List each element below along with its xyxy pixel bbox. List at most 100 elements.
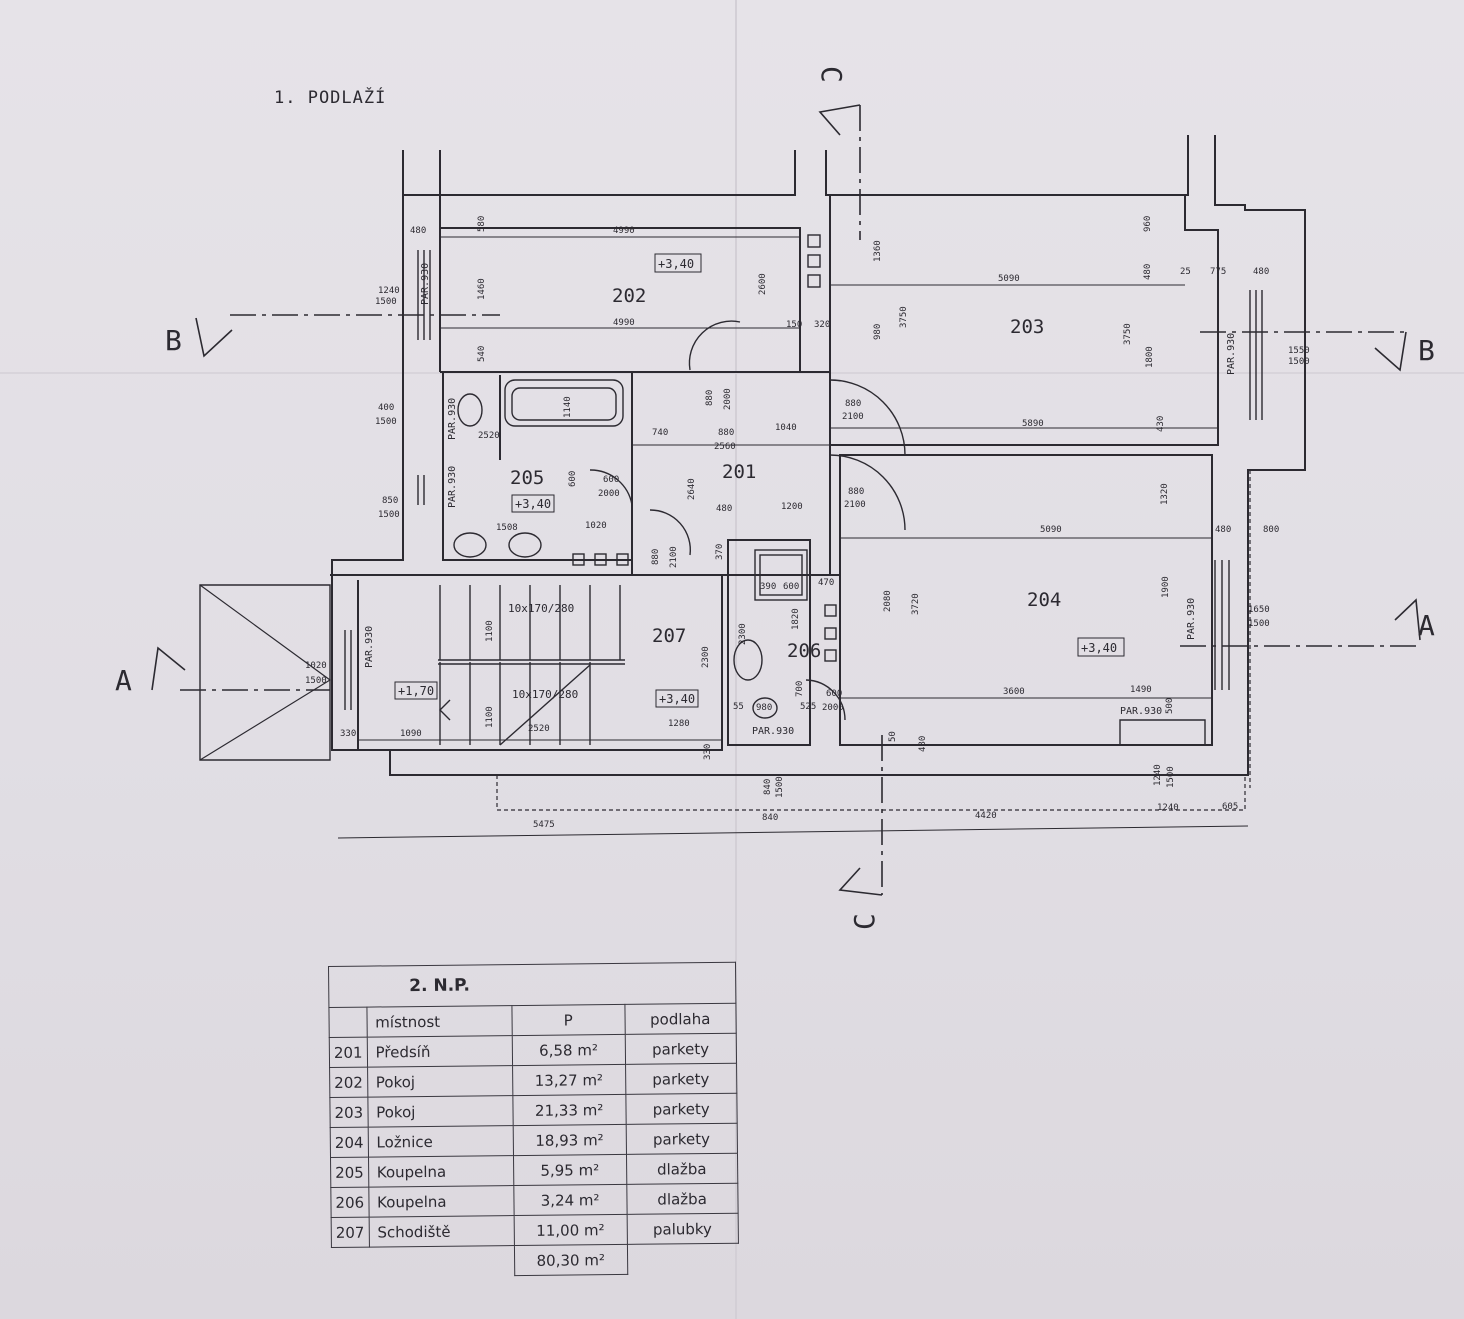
dim: 430 (1156, 416, 1166, 432)
dim: 980 (873, 324, 883, 340)
parapet-204: PAR.930 (1186, 598, 1197, 640)
row-floor: dlažba (626, 1153, 738, 1185)
level-box-204 (1077, 637, 1125, 657)
dim: 50 (888, 731, 898, 742)
dim: 330 (703, 744, 713, 760)
dim: 480 (1143, 264, 1153, 280)
dim: 2300 (738, 623, 748, 645)
level-stair: +1,70 (398, 684, 434, 698)
dim: 2560 (714, 442, 736, 452)
total-area: 80,30 m² (514, 1244, 628, 1276)
section-mark-a-left: A (115, 664, 132, 697)
dim: 2300 (701, 646, 711, 668)
header-area: P (511, 1004, 625, 1036)
dim: 840 (763, 779, 773, 795)
stair-label-upper: 10x170/280 (508, 602, 574, 615)
row-no: 203 (329, 1097, 368, 1128)
total-blank (627, 1243, 738, 1274)
dim: 2640 (687, 478, 697, 500)
dim: 1820 (791, 608, 801, 630)
dim: 700 (795, 681, 805, 697)
room-schedule-table: 2. N.P. místnost P podlaha 201 Předsíň 6… (328, 962, 739, 1278)
dim: 3600 (1003, 687, 1025, 697)
section-cut-lines (151, 104, 1421, 896)
dim: 480 (1253, 267, 1269, 277)
level-box-205 (511, 494, 555, 513)
dim: 1240 (1153, 764, 1163, 786)
dim: 1508 (496, 523, 518, 533)
row-floor: dlažba (626, 1183, 738, 1215)
dim: 25 (1180, 267, 1191, 277)
dim: 1240 (378, 286, 400, 296)
room-label-203: 203 (1010, 316, 1044, 338)
total-blank (331, 1247, 369, 1277)
row-name: Schodiště (368, 1215, 515, 1248)
dim: 390 (760, 582, 776, 592)
dim: 4990 (613, 226, 635, 236)
plan-title: 1. PODLAŽÍ (274, 88, 387, 108)
dim: 1040 (775, 423, 797, 433)
dim: 600 (783, 582, 799, 592)
dim: 470 (818, 578, 834, 588)
dim: 480 (716, 504, 732, 514)
dim: 1460 (477, 278, 487, 300)
room-label-207: 207 (652, 625, 686, 647)
row-no: 207 (331, 1217, 370, 1248)
row-name: Předsíň (366, 1035, 513, 1068)
row-name: Koupelna (368, 1155, 514, 1188)
level-204: +3,40 (1081, 641, 1117, 655)
stair-label-lower: 10x170/280 (512, 688, 578, 701)
table-caption: 2. N.P. (328, 962, 736, 1008)
dim: 3750 (1123, 323, 1133, 345)
dim: 320 (814, 320, 830, 330)
dim: 600 (826, 689, 842, 699)
dim: 4420 (975, 811, 997, 821)
dim: 2000 (598, 489, 620, 499)
level-box-207 (655, 689, 699, 708)
dim: 1500 (1248, 619, 1270, 629)
dim: 400 (378, 403, 394, 413)
dim: 1020 (585, 521, 607, 531)
dim: 775 (1210, 267, 1226, 277)
dim: 370 (715, 544, 725, 560)
dim: 1500 (378, 510, 400, 520)
table-total-row: 80,30 m² (331, 1243, 738, 1277)
room-label-205: 205 (510, 467, 544, 489)
table-row: 207 Schodiště 11,00 m² palubky (331, 1213, 739, 1248)
header-floor: podlaha (624, 1003, 736, 1035)
row-area: 13,27 m² (512, 1064, 626, 1096)
row-floor: parkety (625, 1123, 738, 1155)
dim: 150 (786, 320, 802, 330)
section-mark-c-bottom: C (848, 913, 881, 930)
dim: 1490 (1130, 685, 1152, 695)
dim: 580 (477, 216, 487, 232)
section-mark-a-right: A (1418, 609, 1435, 642)
dimension-lines (337, 236, 1249, 839)
row-area: 3,24 m² (513, 1184, 627, 1216)
section-mark-b-right: B (1418, 334, 1435, 367)
parapet-202: PAR.930 (420, 263, 431, 305)
header-no (328, 1007, 367, 1038)
paper-fold-vertical (735, 0, 737, 1319)
dim: 1900 (1161, 576, 1171, 598)
row-name: Pokoj (367, 1095, 513, 1128)
dim: 5090 (998, 274, 1020, 284)
dim: 1500 (775, 776, 785, 798)
dim: 480 (918, 736, 928, 752)
row-no: 202 (329, 1067, 368, 1098)
dim: 2100 (842, 412, 864, 422)
dim: 1200 (781, 502, 803, 512)
row-floor: parkety (625, 1063, 737, 1095)
dim: 525 (800, 702, 816, 712)
row-no: 201 (329, 1037, 368, 1068)
table-row: 205 Koupelna 5,95 m² dlažba (330, 1153, 738, 1188)
table-row: 201 Předsíň 6,58 m² parkety (329, 1033, 737, 1068)
dim: 1140 (563, 396, 573, 418)
dim: 1500 (1166, 766, 1176, 788)
dim: 2520 (528, 724, 550, 734)
dim: 480 (410, 226, 426, 236)
room-label-202: 202 (612, 285, 646, 307)
dim: 1500 (305, 676, 327, 686)
table-row: 206 Koupelna 3,24 m² dlažba (330, 1183, 738, 1218)
row-area: 6,58 m² (511, 1034, 626, 1066)
